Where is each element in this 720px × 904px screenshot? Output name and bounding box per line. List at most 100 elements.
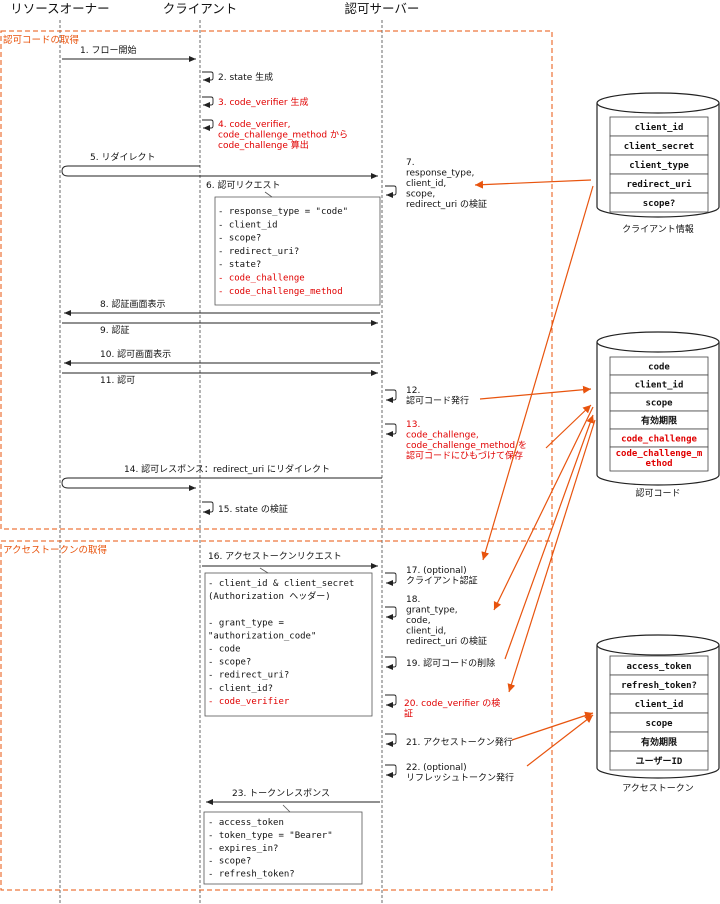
message-label-17: 17. (optional) xyxy=(406,566,467,576)
note-line: - scope? xyxy=(218,234,261,244)
data-flow-arrows xyxy=(474,179,596,767)
flow-21-store-token xyxy=(511,711,594,741)
message-label-20: 20. code_verifier の検 xyxy=(404,697,500,709)
db-access-token-caption: アクセストークン xyxy=(622,783,694,794)
note-line: - expires_in? xyxy=(208,844,278,854)
arrow-2-self xyxy=(202,71,214,83)
actor-resource-owner: リソースオーナー xyxy=(10,1,109,16)
flow-22-store-refresh xyxy=(526,714,594,767)
note-line: (Authorization ヘッダー) xyxy=(208,590,331,602)
arrow-7-self xyxy=(385,185,397,198)
message-label-13: code_challenge, xyxy=(406,431,479,441)
note-line: - code_verifier xyxy=(208,697,290,707)
flow-13-store-challenge xyxy=(545,404,592,449)
message-label-7: client_id, xyxy=(406,179,446,189)
section-frame-auth-code xyxy=(0,30,553,530)
message-label-18: redirect_uri の検証 xyxy=(406,635,487,647)
message-label-1: 1. フロー開始 xyxy=(80,44,136,56)
db-client-info-caption: クライアント情報 xyxy=(622,223,694,235)
arrow-5-redirect xyxy=(61,165,378,179)
note-line: - client_id xyxy=(218,220,278,230)
note-line: - refresh_token? xyxy=(208,870,295,880)
flow-7-client-info xyxy=(474,179,592,189)
message-label-12: 認可コード発行 xyxy=(406,395,469,407)
db-field: scope xyxy=(645,719,673,729)
message-label-18: 18. xyxy=(406,595,420,605)
message-label-4: 4. code_verifier, xyxy=(218,120,290,130)
db-auth-code-caption: 認可コード xyxy=(635,487,680,499)
arrow-18-self xyxy=(385,606,397,620)
message-label-8: 8. 認証画面表示 xyxy=(100,298,165,310)
message-label-13: code_challenge_method を xyxy=(406,440,527,451)
note-line: - code xyxy=(208,645,241,655)
message-label-7: 7. xyxy=(406,158,415,168)
note-line: - scope? xyxy=(208,658,251,668)
flow-18-verify-code xyxy=(493,406,594,611)
note-line: - state? xyxy=(218,260,261,270)
arrow-22-self xyxy=(385,764,397,778)
db-field-cell xyxy=(609,750,709,771)
db-field: 有効期限 xyxy=(641,736,678,748)
message-label-18: client_id, xyxy=(406,627,446,637)
actor-auth-server: 認可サーバー xyxy=(345,1,420,16)
db-field-cell xyxy=(609,446,709,472)
db-field: client_id xyxy=(635,699,684,710)
message-arrows xyxy=(61,56,397,805)
message-label-22: 22. (optional) xyxy=(406,763,467,773)
arrow-21-self xyxy=(385,733,397,747)
db-field-cell xyxy=(609,192,709,213)
message-label-17: クライアント認証 xyxy=(406,575,478,587)
db-field: scope? xyxy=(643,199,676,209)
section-title-access-token: アクセストークンの取得 xyxy=(3,544,108,556)
note-line: - code_challenge_method xyxy=(218,287,343,297)
note-line: - redirect_uri? xyxy=(218,247,299,257)
message-label-7: redirect_uri の検証 xyxy=(406,198,487,210)
message-label-5: 5. リダイレクト xyxy=(90,151,155,163)
db-field: client_id xyxy=(635,122,684,133)
message-label-4: code_challenge_method から xyxy=(218,130,348,141)
db-field: client_type xyxy=(629,160,689,171)
message-label-16: 16. アクセストークンリクエスト xyxy=(208,551,342,562)
note-token-response: - access_token - token_type = "Bearer" - e… xyxy=(203,804,363,885)
note-line: - token_type = "Bearer" xyxy=(208,831,333,841)
arrow-12-self xyxy=(385,389,397,403)
db-field: scope xyxy=(645,399,673,409)
note-line: - code_challenge xyxy=(218,274,305,284)
db-field: redirect_uri xyxy=(626,179,692,190)
note-line: "authorization_code" xyxy=(208,631,316,641)
flow-20-verify-verifier xyxy=(507,419,596,693)
message-label-3: 3. code_verifier 生成 xyxy=(218,96,308,108)
message-label-14: 14. 認可レスポンス：redirect_uri にリダイレクト xyxy=(124,463,330,475)
section-frame-access-token xyxy=(0,540,553,891)
arrow-20-self xyxy=(385,694,397,708)
message-label-6: 6. 認可リクエスト xyxy=(206,179,280,191)
note-line: - client_id? xyxy=(208,684,273,694)
db-field: access_token xyxy=(626,662,691,672)
arrow-4-self xyxy=(202,119,214,131)
section-title-auth-code: 認可コードの取得 xyxy=(3,34,80,46)
message-label-9: 9. 認証 xyxy=(100,324,129,336)
message-label-18: grant_type, xyxy=(406,606,458,616)
message-label-7: scope, xyxy=(406,190,435,200)
message-label-18: code, xyxy=(406,616,431,626)
note-line: - grant_type = xyxy=(208,618,284,628)
db-field: code xyxy=(648,363,670,373)
flow-19-delete-code xyxy=(504,414,595,660)
message-label-19: 19. 認可コードの削除 xyxy=(406,657,495,669)
note-auth-request: - response_type = "code" - client_id - sco… xyxy=(214,191,381,306)
message-label-10: 10. 認可画面表示 xyxy=(100,348,171,360)
flow-17-client-auth xyxy=(481,185,594,561)
note-line: - response_type = "code" xyxy=(218,207,348,217)
message-label-4: code_challenge 算出 xyxy=(218,139,309,151)
message-label-21: 21. アクセストークン発行 xyxy=(406,736,513,748)
note-line: - access_token xyxy=(208,818,284,828)
db-field: 有効期限 xyxy=(641,415,678,427)
message-label-22: リフレッシュトークン発行 xyxy=(406,772,514,784)
db-field: client_id xyxy=(635,380,684,391)
db-field: ユーザーID xyxy=(636,756,683,767)
db-auth-code: codeclient_idscope有効期限code_challengecode… xyxy=(596,331,720,499)
message-label-20: 証 xyxy=(404,708,413,720)
message-label-23: 23. トークンレスポンス xyxy=(232,788,330,799)
arrow-14-redirect xyxy=(61,477,382,491)
